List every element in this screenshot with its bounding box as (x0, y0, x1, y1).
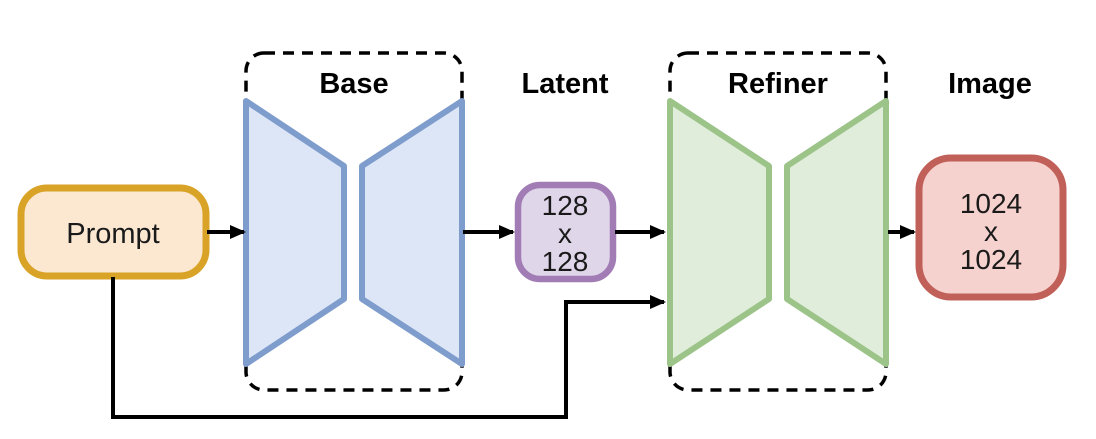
refiner-label: Refiner (728, 68, 828, 100)
node-base: Base (243, 51, 465, 392)
image-label: Image (948, 68, 1032, 100)
base-label: Base (319, 68, 388, 100)
latent-size-width: 128 (542, 190, 589, 221)
node-latent: Latent 128 x 128 (514, 68, 617, 283)
latent-label: Latent (522, 68, 609, 100)
latent-size-x: x (558, 218, 572, 249)
prompt-label: Prompt (66, 218, 159, 250)
latent-size-height: 128 (542, 246, 589, 277)
latent-box (514, 181, 617, 283)
image-size-height: 1024 (960, 244, 1022, 275)
arrow-prompt-to-refiner (111, 277, 666, 419)
image-size-x: x (984, 216, 998, 247)
base-decoder-trapezoid (359, 98, 465, 367)
refiner-decoder-trapezoid (784, 98, 889, 367)
image-size-width: 1024 (960, 188, 1022, 219)
node-refiner: Refiner (667, 51, 889, 392)
prompt-box (17, 184, 210, 280)
base-encoder-trapezoid (243, 98, 347, 367)
refiner-encoder-trapezoid (667, 98, 772, 367)
node-image: Image 1024 x 1024 (915, 68, 1067, 301)
node-prompt: Prompt (17, 184, 210, 280)
image-box (915, 154, 1067, 301)
